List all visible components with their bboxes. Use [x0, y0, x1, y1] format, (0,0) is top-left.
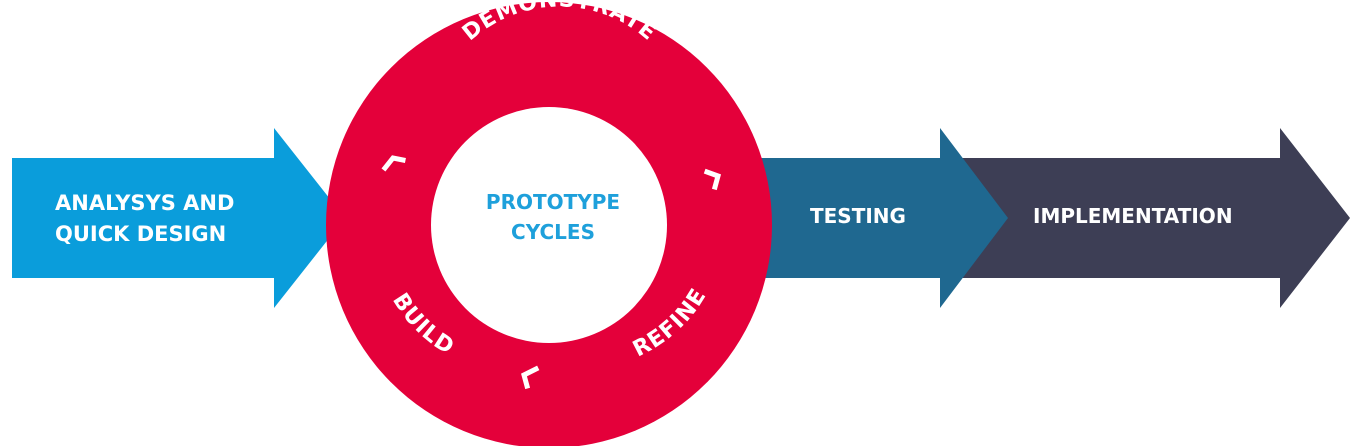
chevron-icon [703, 168, 722, 191]
implementation-arrow [940, 128, 1350, 308]
center-label-line2: CYCLES [511, 220, 595, 244]
testing-label: TESTING [810, 204, 906, 228]
chevron-icon [521, 365, 540, 390]
implementation-label: IMPLEMENTATION [1033, 204, 1233, 228]
testing-arrow [740, 128, 1008, 308]
chevron-icon [381, 155, 406, 172]
analysis-arrow [12, 128, 345, 308]
analysis-label-line2: QUICK DESIGN [55, 222, 226, 246]
analysis-label-line1: ANALYSYS AND [55, 191, 234, 215]
prototype-cycle-center [431, 107, 667, 343]
center-label-line1: PROTOTYPE [486, 190, 620, 214]
